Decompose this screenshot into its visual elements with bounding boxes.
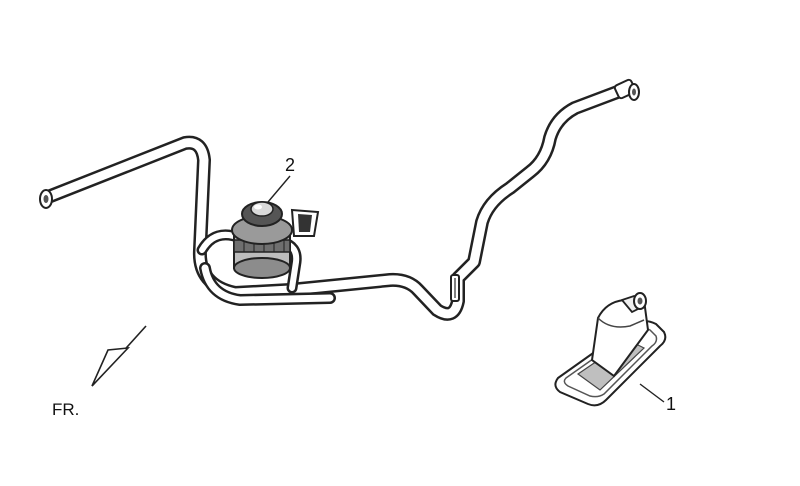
hose-clip — [450, 274, 460, 302]
right-hose-connector — [613, 78, 640, 101]
left-hose-end — [39, 189, 53, 209]
front-marker-label: FR. — [52, 400, 80, 419]
callout-number-1: 1 — [666, 394, 677, 414]
front-direction-arrow — [91, 325, 147, 387]
hose-assembly — [41, 81, 635, 321]
filter-housing — [554, 292, 667, 407]
leader-line-1 — [639, 383, 665, 403]
hose-lower-inner — [201, 264, 334, 304]
callout-number-2: 2 — [285, 155, 296, 175]
hose-outline — [41, 81, 635, 321]
leader-line-2 — [267, 175, 291, 203]
pump-assembly — [231, 201, 320, 279]
